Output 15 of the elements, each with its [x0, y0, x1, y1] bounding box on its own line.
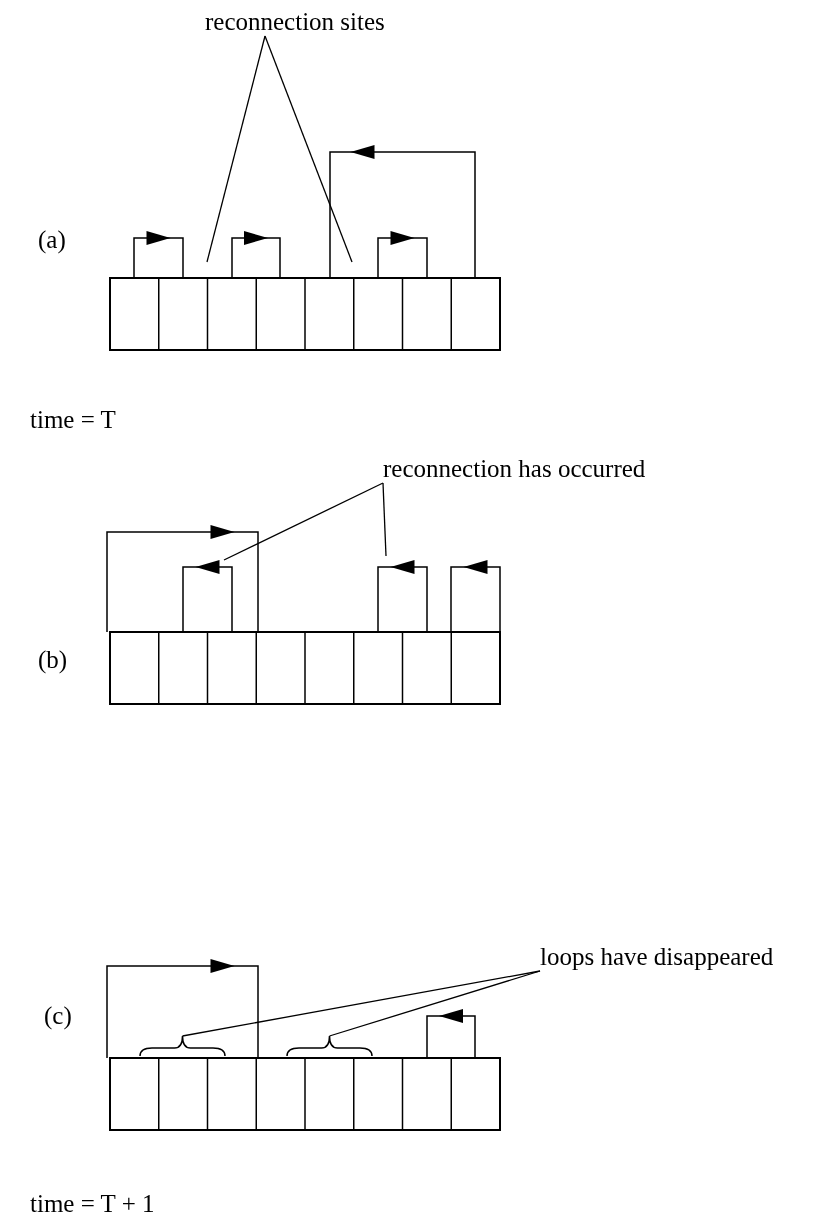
curly-brace — [139, 1035, 226, 1057]
annotation-text: reconnection has occurred — [383, 455, 646, 483]
panel-label: (a) — [38, 226, 66, 254]
time-label: time = T + 1 — [30, 1190, 155, 1218]
leader-line — [206, 35, 266, 263]
leader-line — [382, 482, 387, 557]
panel-label: (c) — [44, 1002, 72, 1030]
leader-line — [264, 35, 353, 263]
annotation-text: reconnection sites — [205, 8, 385, 36]
panel-label: (b) — [38, 646, 68, 674]
time-label: time = T — [30, 406, 116, 434]
curly-brace — [286, 1035, 373, 1057]
leader-line — [328, 970, 541, 1037]
leader-line — [223, 482, 384, 561]
annotation-text: loops have disappeared — [540, 943, 774, 971]
